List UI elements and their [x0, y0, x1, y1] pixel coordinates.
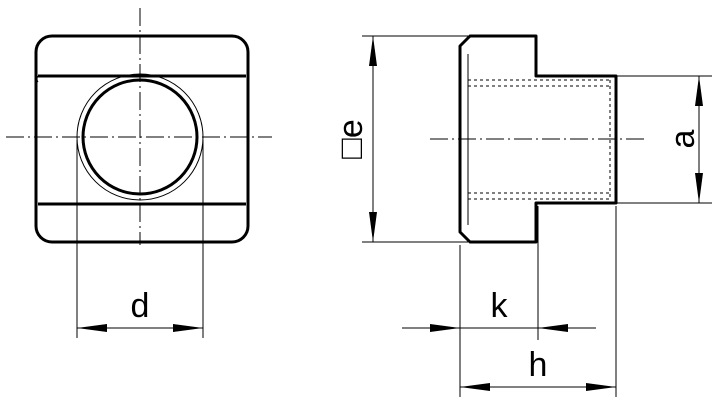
k-arrow-left	[430, 324, 460, 332]
nut-outline	[34, 34, 250, 244]
front-view: d	[6, 8, 272, 338]
k-label: k	[491, 287, 509, 325]
k-arrow-right	[538, 324, 568, 332]
h-arrow-right	[586, 383, 616, 391]
d-label: d	[131, 287, 150, 325]
nut-side-outline	[458, 34, 618, 244]
e-arrow-top	[369, 36, 377, 66]
h-label: h	[529, 346, 548, 384]
e-label: □e	[332, 119, 370, 158]
h-arrow-left	[460, 383, 490, 391]
d-arrow-right	[173, 324, 203, 332]
a-label: a	[664, 129, 702, 148]
flange-corner-left	[36, 75, 39, 83]
a-arrow-top	[695, 76, 703, 106]
d-arrow-left	[77, 324, 107, 332]
a-arrow-bottom	[695, 173, 703, 203]
side-view: □e a k h	[332, 34, 712, 397]
e-arrow-bottom	[369, 212, 377, 242]
